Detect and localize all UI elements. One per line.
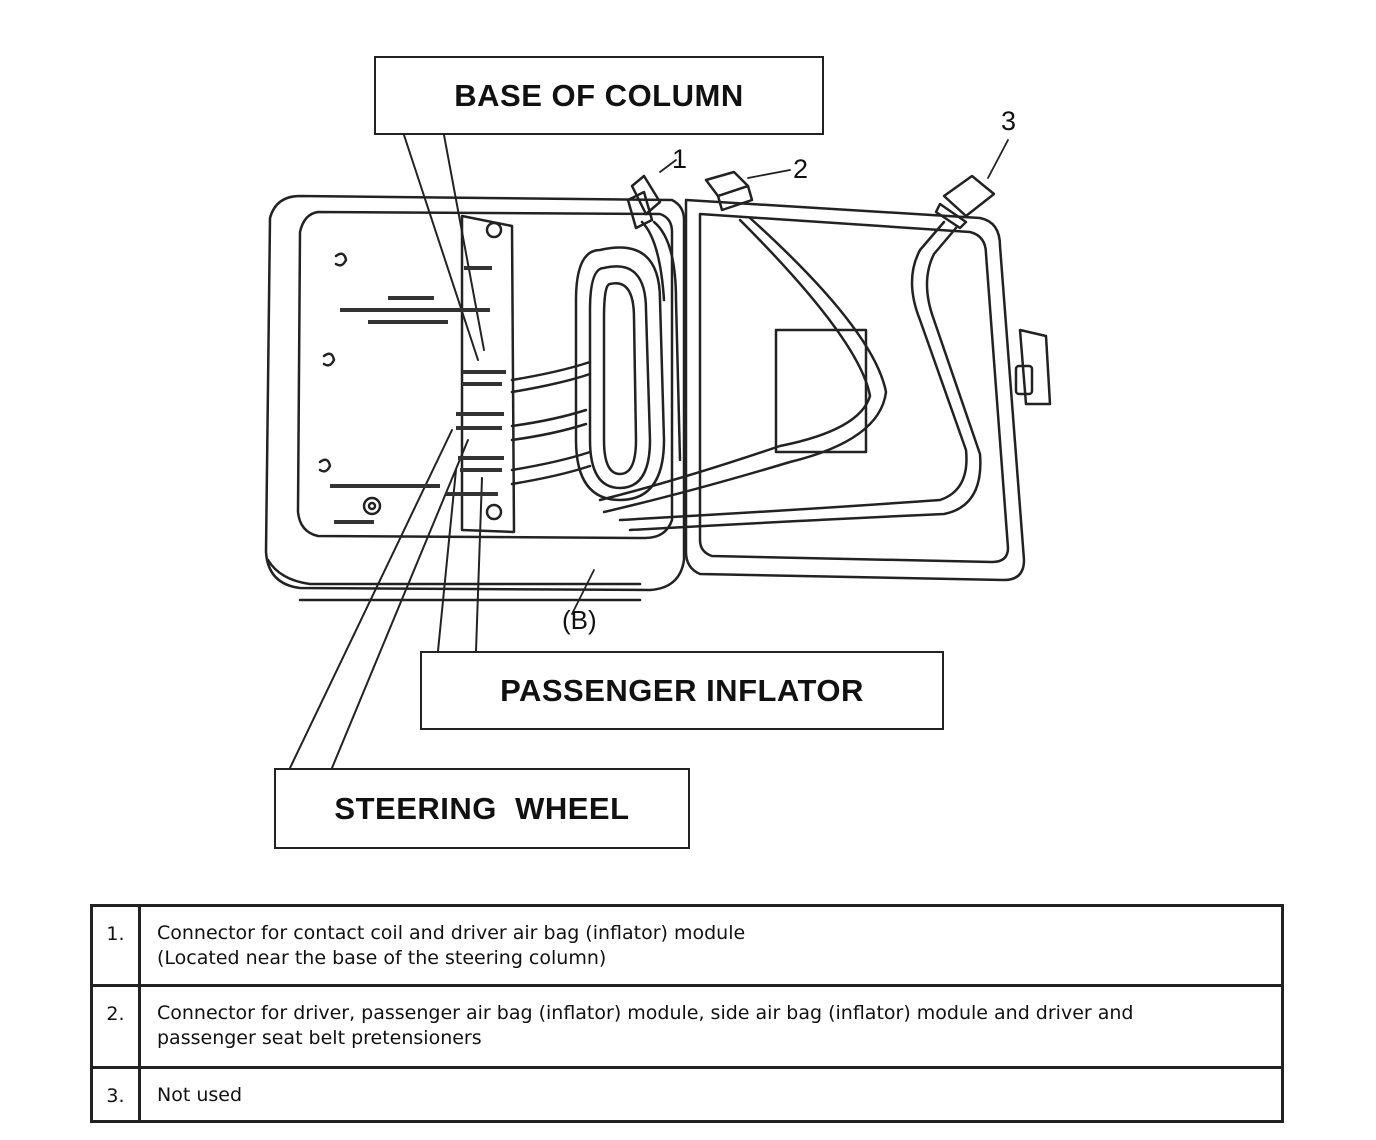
lid-sticker [774, 328, 868, 454]
connector-1-number: 1 [672, 144, 688, 174]
case-lid-outline [684, 198, 1026, 582]
legend-line: passenger seat belt pretensioners [157, 1027, 482, 1049]
legend-row: 1. Connector for contact coil and driver… [90, 904, 1284, 987]
legend-description: Not used [138, 1066, 1284, 1123]
base-column-leader [403, 134, 485, 361]
legend-table: 1. Connector for contact coil and driver… [90, 904, 1284, 1123]
tester-case-illustration [264, 134, 1052, 769]
connector-3 [942, 174, 996, 218]
passenger-inflator-callout: PASSENGER INFLATOR [420, 651, 944, 730]
base-of-column-callout: BASE OF COLUMN [374, 56, 824, 135]
coiled-harness [574, 246, 666, 502]
legend-row: 2. Connector for driver, passenger air b… [90, 984, 1284, 1069]
connector-2-number: 2 [793, 154, 809, 184]
legend-number: 2. [90, 984, 141, 1069]
wiring-diagram [264, 134, 1052, 769]
steering-wheel-callout: STEERING WHEEL [274, 768, 690, 849]
case-base-outline [264, 194, 686, 592]
steering-wheel-label: STEERING WHEEL [334, 790, 630, 826]
legend-line: Connector for contact coil and driver ai… [157, 922, 746, 944]
case-latch [1018, 328, 1052, 406]
legend-line: Connector for driver, passenger air bag … [157, 1002, 1134, 1024]
base-of-column-label: BASE OF COLUMN [454, 77, 744, 113]
case-b-label: (B) [562, 605, 597, 635]
legend-row: 3. Not used [90, 1066, 1284, 1123]
passenger-leader [437, 469, 483, 652]
case-base-inner [296, 210, 674, 540]
legend-number: 1. [90, 904, 141, 987]
connector-3-number: 3 [1001, 106, 1017, 136]
legend-line: Not used [157, 1084, 243, 1106]
passenger-inflator-label: PASSENGER INFLATOR [500, 672, 864, 708]
connector-1 [630, 174, 662, 216]
legend-line: (Located near the base of the steering c… [157, 947, 607, 969]
legend-description: Connector for contact coil and driver ai… [138, 904, 1284, 987]
legend-number: 3. [90, 1066, 141, 1123]
legend-description: Connector for driver, passenger air bag … [138, 984, 1284, 1069]
case-lid-inner [698, 212, 1010, 564]
